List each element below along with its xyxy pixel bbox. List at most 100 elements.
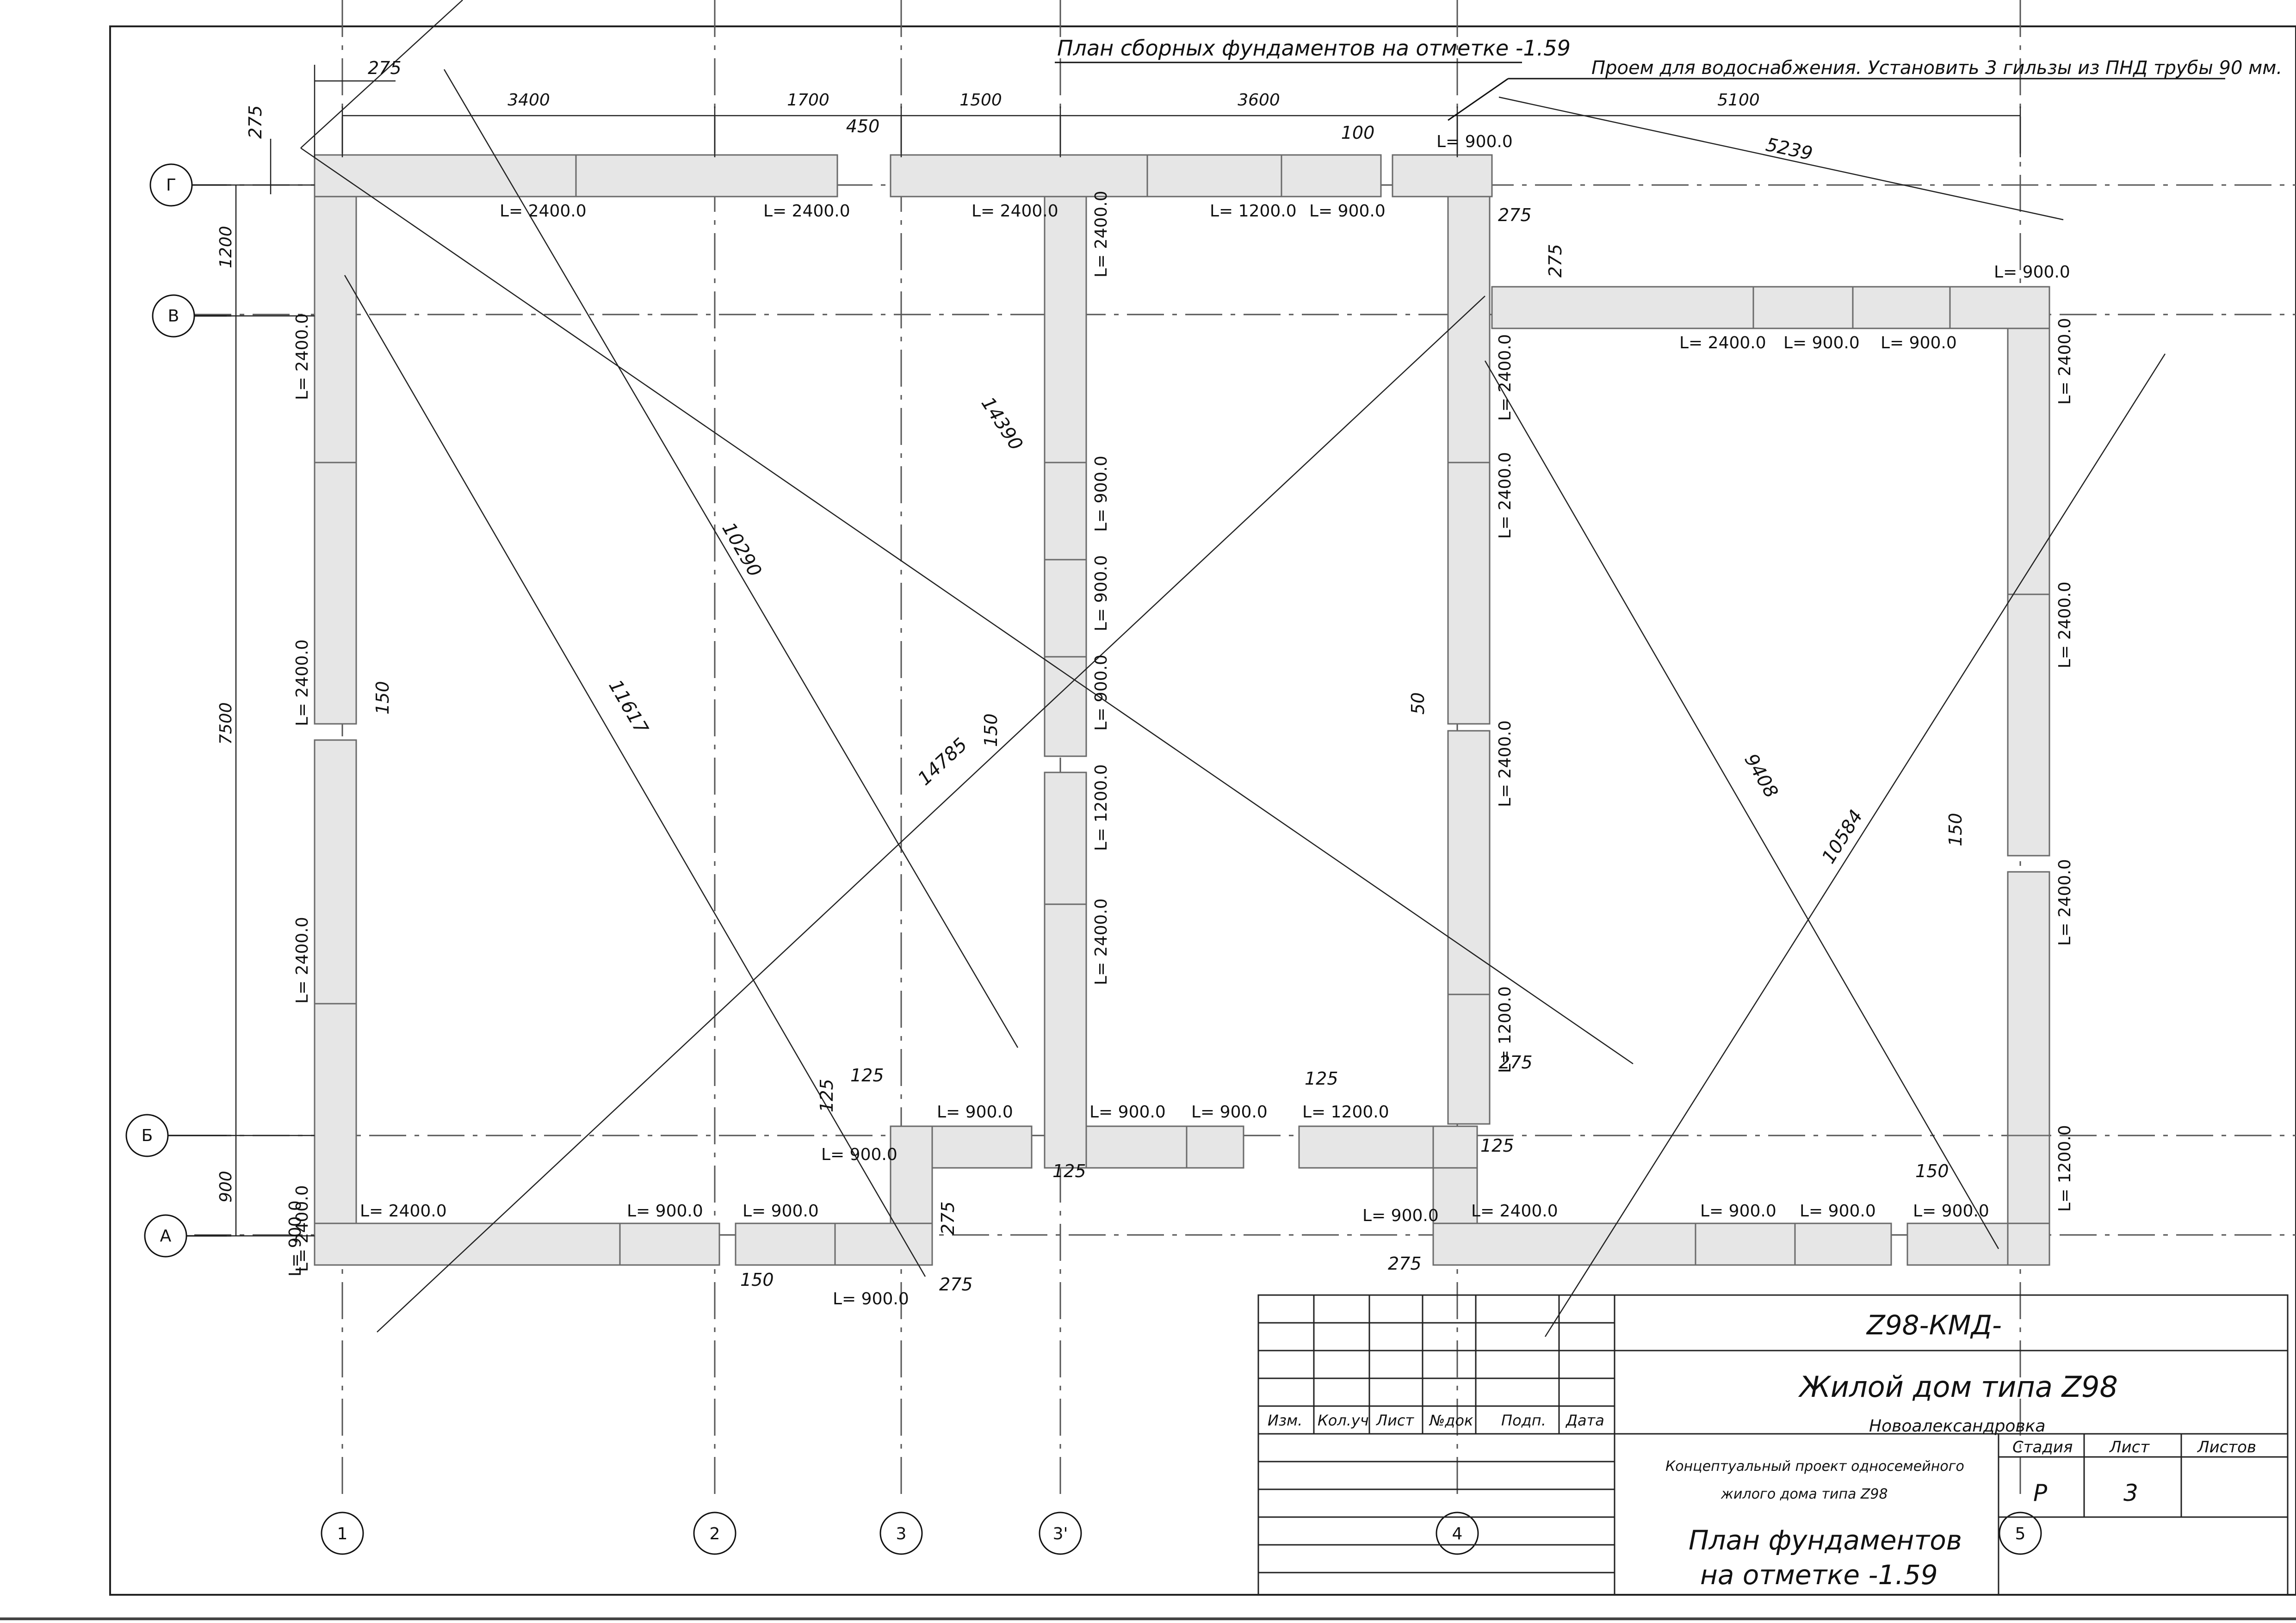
svg-text:1200: 1200 — [217, 226, 235, 268]
title-block — [1257, 1294, 2289, 1596]
svg-text:150: 150 — [981, 713, 1001, 747]
svg-text:L= 2400.0: L= 2400.0 — [293, 1185, 312, 1272]
svg-text:L= 2400.0: L= 2400.0 — [360, 1202, 447, 1221]
svg-text:жилого дома типа Z98: жилого дома типа Z98 — [1720, 1486, 1888, 1502]
svg-text:L= 900.0: L= 900.0 — [743, 1202, 819, 1221]
svg-text:L= 1200.0: L= 1200.0 — [1302, 1103, 1389, 1122]
svg-text:В: В — [168, 307, 179, 326]
svg-text:3': 3' — [1053, 1524, 1068, 1543]
svg-text:L= 2400.0: L= 2400.0 — [293, 313, 312, 400]
svg-text:150: 150 — [1945, 813, 1966, 846]
svg-text:3400: 3400 — [507, 91, 550, 110]
svg-text:L= 900.0: L= 900.0 — [1309, 202, 1386, 221]
diagonal-dimensions — [300, 0, 2166, 1337]
axis-bubble-b: Б — [125, 1114, 231, 1157]
svg-text:Листов: Листов — [2197, 1438, 2256, 1456]
svg-text:14390: 14390 — [977, 393, 1027, 454]
svg-text:125: 125 — [1480, 1135, 1514, 1156]
svg-text:L= 2400.0: L= 2400.0 — [2055, 859, 2074, 946]
svg-text:125: 125 — [817, 1079, 837, 1112]
svg-text:А: А — [160, 1227, 172, 1246]
top-dimension-chain — [314, 65, 2021, 157]
svg-text:L= 2400.0: L= 2400.0 — [1496, 452, 1515, 539]
svg-text:275: 275 — [245, 105, 266, 139]
svg-text:L= 2400.0: L= 2400.0 — [1092, 898, 1111, 985]
svg-text:L= 2400.0: L= 2400.0 — [763, 202, 850, 221]
svg-text:L= 900.0: L= 900.0 — [1436, 132, 1513, 151]
svg-text:1: 1 — [337, 1524, 348, 1543]
svg-text:275: 275 — [1499, 1052, 1533, 1073]
left-dimension-labels: 275 1200 7500 900 — [217, 105, 266, 1203]
svg-text:L= 900.0: L= 900.0 — [1800, 1202, 1876, 1221]
small-dimension-labels: 275 275 275 275 150 150 150 150 150 50 1… — [372, 205, 1966, 1295]
svg-text:L= 900.0: L= 900.0 — [833, 1290, 909, 1308]
svg-text:L= 900.0: L= 900.0 — [821, 1145, 897, 1164]
svg-text:150: 150 — [740, 1270, 774, 1290]
svg-text:Проем для водоснабжения. Устан: Проем для водоснабжения. Установить 3 ги… — [1591, 57, 2282, 79]
svg-text:L= 900.0: L= 900.0 — [1191, 1103, 1268, 1122]
svg-text:Z98-КМД-: Z98-КМД- — [1866, 1309, 2002, 1341]
svg-text:на отметке -1.59: на отметке -1.59 — [1700, 1559, 1938, 1591]
svg-text:2: 2 — [710, 1524, 720, 1543]
svg-text:L= 900.0: L= 900.0 — [1362, 1206, 1439, 1225]
svg-text:1700: 1700 — [787, 91, 829, 110]
svg-text:275: 275 — [368, 58, 402, 78]
top-dimension-labels: 275 3400 1700 450 1500 3600 100 5100 — [368, 58, 1760, 143]
svg-text:125: 125 — [1305, 1068, 1338, 1089]
svg-text:275: 275 — [1545, 244, 1566, 278]
column-axis-bubbles: 1 2 3 3' 4 5 — [321, 1512, 2042, 1555]
svg-text:100: 100 — [1341, 123, 1375, 143]
svg-text:Дата: Дата — [1565, 1412, 1604, 1429]
svg-text:Новоалександровка: Новоалександровка — [1869, 1417, 2045, 1436]
svg-text:11617: 11617 — [604, 676, 652, 738]
svg-text:10584: 10584 — [1818, 806, 1867, 867]
svg-text:L= 2400.0: L= 2400.0 — [1471, 1202, 1558, 1221]
svg-text:L= 2400.0: L= 2400.0 — [2055, 581, 2074, 668]
axis-bubble-g: Г — [149, 163, 231, 207]
svg-text:900: 900 — [217, 1171, 235, 1203]
svg-text:125: 125 — [1052, 1161, 1086, 1181]
svg-text:5100: 5100 — [1717, 91, 1760, 110]
svg-text:50: 50 — [1408, 692, 1428, 715]
svg-text:L= 2400.0: L= 2400.0 — [293, 639, 312, 726]
svg-text:Кол.уч: Кол.уч — [1318, 1412, 1369, 1429]
svg-text:275: 275 — [938, 1201, 958, 1235]
svg-text:Б: Б — [142, 1126, 153, 1145]
svg-text:План фундаментов: План фундаментов — [1689, 1524, 1962, 1556]
svg-text:450: 450 — [846, 116, 880, 136]
svg-text:L= 2400.0: L= 2400.0 — [500, 202, 587, 221]
svg-text:L= 900.0: L= 900.0 — [937, 1103, 1013, 1122]
svg-text:L= 900.0: L= 900.0 — [1881, 333, 1957, 352]
svg-text:Р: Р — [2033, 1480, 2048, 1506]
svg-text:L= 2400.0: L= 2400.0 — [1496, 334, 1515, 421]
svg-text:1500: 1500 — [959, 91, 1002, 110]
svg-text:L= 2400.0: L= 2400.0 — [1092, 191, 1111, 278]
foundation-blocks — [314, 154, 2050, 1266]
water-supply-note: Проем для водоснабжения. Установить 3 ги… — [1448, 57, 2282, 121]
left-dimension-chain — [227, 139, 315, 1237]
svg-text:L= 1200.0: L= 1200.0 — [1210, 202, 1297, 221]
svg-text:Г: Г — [166, 176, 176, 195]
svg-text:L= 1200.0: L= 1200.0 — [1092, 764, 1111, 851]
svg-text:Лист: Лист — [2109, 1438, 2150, 1456]
svg-text:L= 2400.0: L= 2400.0 — [972, 202, 1058, 221]
svg-text:Изм.: Изм. — [1268, 1412, 1302, 1429]
svg-text:7500: 7500 — [217, 702, 235, 745]
axis-bubble-v: В — [152, 294, 231, 338]
svg-text:L= 900.0: L= 900.0 — [1092, 654, 1111, 731]
svg-text:L= 900.0: L= 900.0 — [1092, 555, 1111, 631]
svg-text:L= 900.0: L= 900.0 — [1089, 1103, 1166, 1122]
svg-text:3: 3 — [896, 1524, 907, 1543]
svg-text:275: 275 — [1388, 1253, 1422, 1274]
svg-text:L= 1200.0: L= 1200.0 — [2055, 1125, 2074, 1212]
block-labels: L= 2400.0 L= 2400.0 L= 2400.0 L= 1200.0 … — [286, 132, 2074, 1308]
svg-text:L= 2400.0: L= 2400.0 — [1679, 333, 1766, 352]
svg-text:L= 900.0: L= 900.0 — [1092, 456, 1111, 532]
drawing-title: План сборных фундаментов на отметке -1.5… — [1055, 36, 1571, 63]
svg-text:275: 275 — [939, 1274, 973, 1295]
axis-bubble-a: А — [144, 1214, 231, 1258]
svg-text:3: 3 — [2123, 1480, 2138, 1506]
svg-text:275: 275 — [1498, 205, 1532, 225]
svg-text:Подп.: Подп. — [1501, 1412, 1546, 1429]
